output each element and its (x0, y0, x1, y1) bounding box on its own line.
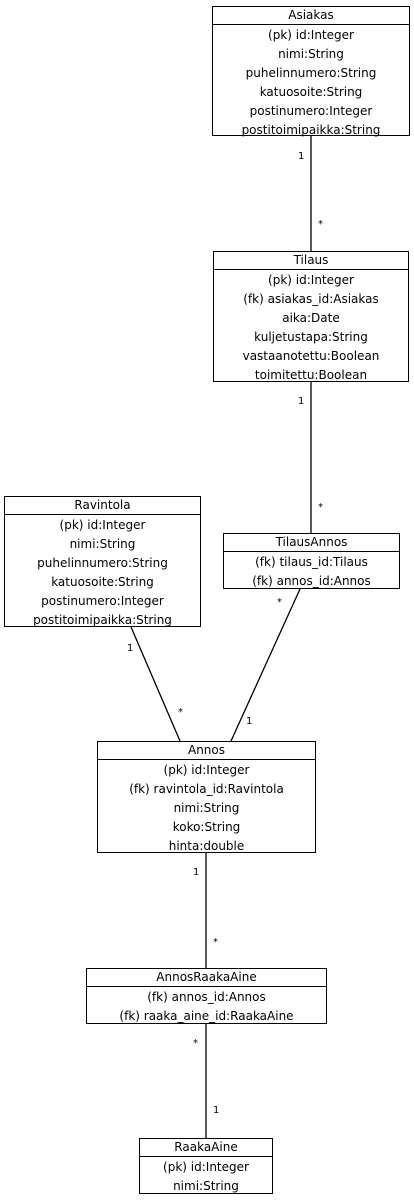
attribute: (fk) annos_id:Annos (252, 574, 371, 588)
line-ravintola-annos (130, 626, 181, 742)
entity-title: Tilaus (214, 252, 408, 270)
mult-ravintola-annos-to: * (178, 707, 183, 718)
attribute: hinta:double (168, 839, 245, 853)
attribute: toimitettu:Boolean (254, 368, 368, 382)
attribute: (fk) tilaus_id:Tilaus (255, 555, 368, 569)
attribute: (pk) id:Integer (268, 273, 354, 287)
entity-title: Ravintola (5, 497, 200, 515)
entity-ravintola: Ravintola (pk) id:Integer nimi:String pu… (4, 496, 201, 627)
attribute: puhelinnumero:String (245, 66, 377, 80)
entity-title: AnnosRaakaAine (87, 969, 326, 987)
attribute: nimi:String (69, 537, 136, 551)
attribute: katuosoite:String (259, 85, 363, 99)
mult-tilausannos-annos-from: * (277, 597, 282, 608)
attribute: (pk) id:Integer (163, 1160, 249, 1174)
mult-tilausannos-annos-to: 1 (246, 716, 253, 727)
attribute: postinumero:Integer (41, 594, 164, 608)
entity-title: Asiakas (213, 7, 409, 25)
mult-annosraakaaine-raakaaine-to: 1 (213, 1105, 220, 1116)
attribute: postitoimipaikka:String (33, 613, 172, 627)
attribute: (fk) raaka_aine_id:RaakaAine (119, 1009, 294, 1023)
attribute: (fk) annos_id:Annos (147, 990, 266, 1004)
entity-raakaaine: RaakaAine (pk) id:Integer nimi:String (139, 1138, 273, 1194)
entity-tilausannos: TilausAnnos (fk) tilaus_id:Tilaus (fk) a… (223, 533, 400, 589)
mult-asiakas-tilaus-from: 1 (298, 151, 305, 162)
attribute: kuljetustapa:String (254, 330, 368, 344)
attribute: koko:String (172, 820, 241, 834)
attribute: vastaanotettu:Boolean (242, 349, 380, 363)
attribute: (pk) id:Integer (268, 28, 354, 42)
mult-annosraakaaine-raakaaine-from: * (193, 1038, 198, 1049)
mult-annos-annosraakaaine-to: * (213, 937, 218, 948)
entity-tilaus: Tilaus (pk) id:Integer (fk) asiakas_id:A… (213, 251, 409, 382)
entity-asiakas: Asiakas (pk) id:Integer nimi:String puhe… (212, 6, 410, 137)
attribute: (pk) id:Integer (59, 518, 146, 532)
attribute: puhelinnumero:String (37, 556, 168, 570)
attribute: nimi:String (173, 801, 240, 815)
entity-title: TilausAnnos (224, 534, 399, 552)
mult-annos-annosraakaaine-from: 1 (193, 867, 200, 878)
mult-asiakas-tilaus-to: * (318, 219, 323, 230)
attribute: nimi:String (278, 47, 344, 61)
entity-annosraakaaine: AnnosRaakaAine (fk) annos_id:Annos (fk) … (86, 968, 327, 1024)
entity-title: Annos (98, 742, 315, 760)
attribute: postitoimipaikka:String (241, 123, 381, 137)
mult-tilaus-tilausannos-to: * (318, 502, 323, 513)
attribute: (pk) id:Integer (163, 763, 250, 777)
attribute: nimi:String (173, 1179, 239, 1193)
attribute: katuosoite:String (51, 575, 154, 589)
entity-annos: Annos (pk) id:Integer (fk) ravintola_id:… (97, 741, 316, 853)
mult-tilaus-tilausannos-from: 1 (298, 396, 305, 407)
mult-ravintola-annos-from: 1 (127, 643, 134, 654)
entity-title: RaakaAine (140, 1139, 272, 1157)
attribute: (fk) ravintola_id:Ravintola (129, 782, 284, 796)
attribute: postinumero:Integer (249, 104, 373, 118)
attribute: (fk) asiakas_id:Asiakas (243, 292, 379, 306)
attribute: aika:Date (282, 311, 340, 325)
line-tilausannos-annos (230, 588, 301, 742)
